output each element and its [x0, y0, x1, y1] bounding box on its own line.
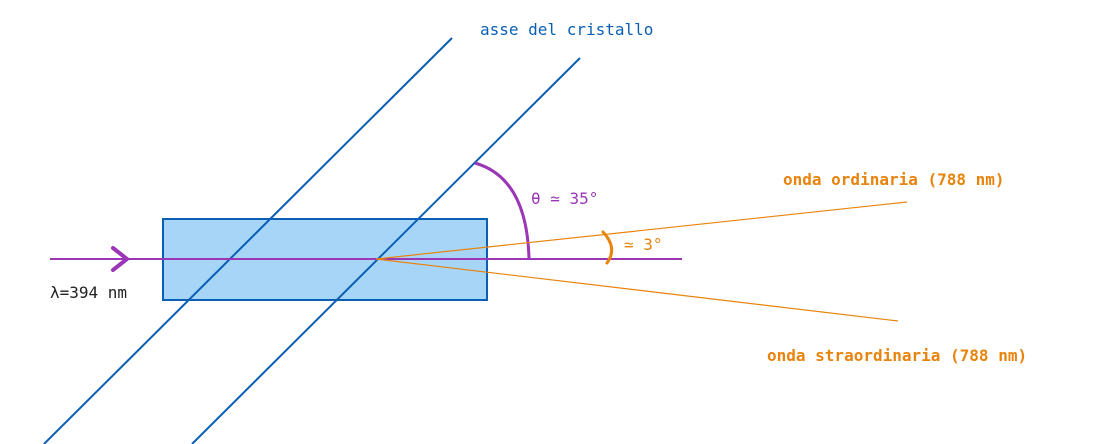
ordinary-wave-label: onda ordinaria (788 nm) — [783, 170, 1005, 189]
wavelength-label: λ=394 nm — [50, 283, 127, 302]
ordinary-ray — [375, 201, 908, 260]
extraordinary-wave-label: onda straordinaria (788 nm) — [767, 346, 1027, 365]
angle-small-arc — [601, 230, 614, 265]
angle-theta-label: θ ≃ 35° — [531, 189, 598, 208]
beam-direction-arrow — [111, 246, 129, 272]
crystal-axis-line-left — [43, 37, 453, 444]
crystal-axis-label: asse del cristallo — [480, 20, 653, 39]
crystal-axis-line-right — [191, 57, 581, 444]
angle-small-label: ≃ 3° — [624, 235, 663, 254]
extraordinary-ray — [375, 258, 899, 322]
angle-theta-arc — [474, 161, 531, 260]
